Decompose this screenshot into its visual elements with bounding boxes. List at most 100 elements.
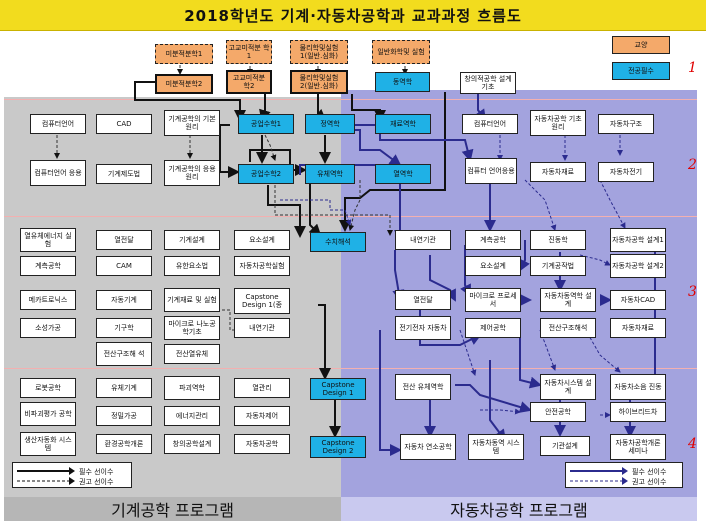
course-vibration[interactable]: 진동학 (530, 230, 586, 250)
course-creative-design[interactable]: 창의적공학 설계기초 (460, 72, 516, 94)
course-computer-lang-app-auto[interactable]: 컴퓨터 언어응용 (465, 158, 517, 184)
course-auto-cad[interactable]: 자동차CAD (610, 290, 666, 310)
course-hs-math1[interactable]: 고교미적분 학1 (226, 40, 272, 64)
course-auto-structure[interactable]: 자동차구조 (598, 114, 654, 134)
course-auto-electric[interactable]: 자동차전기 (598, 162, 654, 182)
course-machine-design[interactable]: 기계설계 (164, 230, 220, 250)
course-measurement-mech[interactable]: 계측공학 (20, 256, 76, 276)
legend-auto-lines (570, 467, 628, 485)
course-auto-seminar[interactable]: 자동차공학개론 세미나 (610, 434, 666, 460)
course-kinematics[interactable]: 기구학 (96, 318, 152, 338)
course-mech-drawing[interactable]: 기계제도법 (96, 164, 152, 184)
course-mech-applied[interactable]: 기계공학의 응용원리 (164, 160, 220, 186)
course-capstone-design2[interactable]: Capstone Design 2 (310, 436, 366, 458)
course-physics-lab2[interactable]: 물리학및실험 2(일반.심화) (290, 70, 348, 94)
course-finite-element[interactable]: 유한요소법 (164, 256, 220, 276)
course-auto-lab[interactable]: 자동차공학실험 (234, 256, 290, 276)
course-measurement[interactable]: 계측공학 (465, 230, 521, 250)
course-environmental-engineering[interactable]: 환경공학개론 (96, 434, 152, 454)
course-mech-principles[interactable]: 기계공학의 기본원리 (164, 110, 220, 136)
course-fluid-machinery[interactable]: 유체기계 (96, 378, 152, 398)
course-automatic-machines[interactable]: 자동기계 (96, 290, 152, 310)
course-computer-language[interactable]: 컴퓨터언어 (30, 114, 86, 134)
course-element-design[interactable]: 요소설계 (234, 230, 290, 250)
row-separator (4, 216, 697, 217)
course-fracture-mechanics[interactable]: 파괴역학 (164, 376, 220, 400)
row-separator (4, 368, 697, 369)
course-nondestructive-evaluation[interactable]: 비파괴평가 공학 (20, 402, 76, 426)
course-capstone-mech[interactable]: Capstone Design 1(종 (234, 288, 290, 314)
course-auto-system-design[interactable]: 자동차시스템 설계 (540, 374, 596, 400)
course-computational-thermal-fluid[interactable]: 전산열유체 (164, 344, 220, 364)
course-materials-lab[interactable]: 기계재료 및 실험 (164, 288, 220, 312)
course-eng-math2[interactable]: 공업수학2 (238, 164, 294, 184)
course-auto-design2[interactable]: 자동차공학 설계2 (610, 254, 666, 278)
course-fluid-mechanics[interactable]: 유체역학 (305, 164, 355, 184)
course-heat-transfer[interactable]: 열전달 (96, 230, 152, 250)
course-computational-structure-mech[interactable]: 전산구조해 석 (96, 342, 152, 366)
course-numerical-analysis[interactable]: 수치해석 (310, 232, 366, 252)
course-vehicle-dynamics-design[interactable]: 자동차동역학 설계 (540, 288, 596, 312)
course-general-chemistry-lab[interactable]: 일반화학및 실험 (372, 40, 430, 64)
course-dynamics-top[interactable]: 동역학 (375, 72, 430, 92)
course-thermodynamics[interactable]: 열역학 (375, 164, 431, 184)
course-internal-combustion[interactable]: 내연기관 (395, 230, 451, 250)
course-safety-engineering[interactable]: 안전공학 (530, 402, 586, 422)
course-cad[interactable]: CAD (96, 114, 152, 134)
course-mechanics-of-materials[interactable]: 재료역학 (375, 114, 431, 134)
course-precision-machining[interactable]: 정밀가공 (96, 406, 152, 426)
course-vehicle-dynamics-system[interactable]: 자동차동역 시스템 (468, 434, 524, 460)
page-title: 2018학년도 기계·자동차공학과 교과과정 흐름도 (0, 0, 706, 31)
course-element-design-auto[interactable]: 요소설계 (465, 256, 521, 276)
legend-mech-recommended: 권고 선이수 (79, 478, 114, 486)
course-creative-engineering-design[interactable]: 창의공학설계 (164, 434, 220, 454)
course-computational-structure[interactable]: 전산구조해석 (540, 318, 596, 338)
course-mechatronics[interactable]: 메카트로닉스 (20, 290, 76, 310)
course-microprocessor[interactable]: 마이크로 프로세서 (465, 288, 521, 312)
course-plastic-forming[interactable]: 소성가공 (20, 318, 76, 338)
course-electric-vehicle[interactable]: 전기전자 자동차 (395, 316, 451, 340)
course-hybrid-vehicle[interactable]: 하이브리드차 (610, 402, 666, 422)
course-calc1[interactable]: 미분적분학1 (155, 44, 213, 64)
course-auto-combustion[interactable]: 자동차 연소공학 (400, 434, 456, 460)
course-engine-design[interactable]: 기관설계 (540, 436, 590, 456)
row-number-3: 3 (688, 284, 697, 300)
course-auto-materials-3[interactable]: 자동차재료 (610, 318, 666, 338)
course-cam[interactable]: CAM (96, 256, 152, 276)
legend-mech: 필수 선이수 권고 선이수 (12, 462, 132, 488)
legend-major-required: 전공필수 (612, 62, 670, 80)
row-number-1: 1 (688, 60, 697, 76)
course-micro-nano[interactable]: 마이크로 나노공학기초 (164, 316, 220, 340)
course-control-engineering[interactable]: 제어공학 (465, 318, 521, 338)
course-internal-combustion-mech[interactable]: 내연기관 (234, 318, 290, 338)
course-robotics[interactable]: 로봇공학 (20, 378, 76, 398)
mechanical-program-label: 기계공학 프로그램 (4, 497, 341, 521)
course-statics[interactable]: 정역학 (305, 114, 355, 134)
course-calc2[interactable]: 미분적분학2 (155, 74, 213, 94)
legend-auto: 필수 선이수 권고 선이수 (565, 462, 683, 488)
course-computer-language-auto[interactable]: 컴퓨터언어 (462, 114, 518, 134)
course-auto-materials[interactable]: 자동차재료 (530, 162, 586, 182)
row-number-4: 4 (688, 436, 697, 452)
course-thermal-management[interactable]: 열관리 (234, 378, 290, 398)
course-machining[interactable]: 기계공작법 (530, 256, 586, 276)
course-auto-noise-vibration[interactable]: 자동차소음 진동 (610, 374, 666, 400)
course-hs-math2[interactable]: 고교미적분 학2 (226, 70, 272, 94)
course-physics-lab1[interactable]: 물리학및실험 1(일반.심화) (290, 40, 348, 64)
course-automotive-engineering[interactable]: 자동차공학 (234, 434, 290, 454)
legend-culture: 교양 (612, 36, 670, 54)
course-auto-design1[interactable]: 자동차공학 설계1 (610, 228, 666, 252)
course-heat-transfer-auto[interactable]: 열전달 (395, 290, 451, 310)
course-thermal-fluid-lab[interactable]: 열유체에너지 실험 (20, 228, 76, 252)
course-computer-lang-app[interactable]: 컴퓨터언어 응용 (30, 160, 86, 186)
course-eng-math1[interactable]: 공업수학1 (238, 114, 294, 134)
course-production-automation[interactable]: 생산자동화 시스템 (20, 432, 76, 456)
course-capstone-design1[interactable]: Capstone Design 1 (310, 378, 366, 400)
legend-auto-recommended: 권고 선이수 (632, 478, 667, 486)
row-separator (4, 99, 697, 100)
course-auto-control[interactable]: 자동차제어 (234, 406, 290, 426)
course-computational-fluid-dynamics[interactable]: 전산 유체역학 (395, 374, 451, 400)
course-energy-management[interactable]: 에너지관리 (164, 406, 220, 426)
legend-mech-required: 필수 선이수 (79, 468, 114, 476)
course-auto-principles[interactable]: 자동차공학 기초원리 (530, 110, 586, 136)
